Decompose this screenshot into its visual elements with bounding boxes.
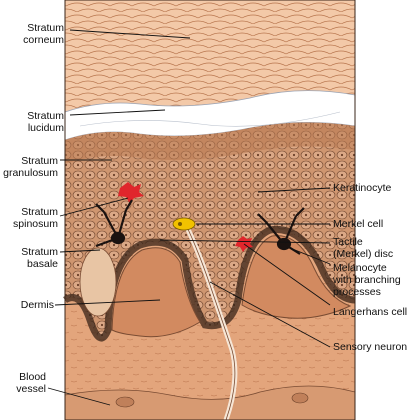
label-stratum-granulosum: Stratum granulosum [0,155,58,179]
dermal-papilla-pale [80,248,116,316]
blood-vessel-cell [116,397,134,407]
label-merkel-cell: Merkel cell [333,218,383,230]
label-stratum-basale: Stratum basale [0,246,58,270]
label-tactile-disc: Tactile (Merkel) disc [333,236,393,260]
label-sensory-neuron: Sensory neuron [333,341,407,353]
label-melanocyte: Melanocyte with branching processes [333,262,401,298]
label-dermis: Dermis [0,299,54,311]
blood-vessel-cell [292,393,308,403]
tissue-block [65,0,355,420]
label-langerhans-cell: Langerhans cell [333,306,407,318]
label-stratum-spinosum: Stratum spinosum [0,206,58,230]
label-blood-vessel: Blood vessel [0,371,46,395]
label-keratinocyte: Keratinocyte [333,182,391,194]
merkel-cell-shape [173,218,195,230]
label-stratum-lucidum: Stratum lucidum [2,110,64,134]
label-stratum-corneum: Stratum corneum [2,22,64,46]
